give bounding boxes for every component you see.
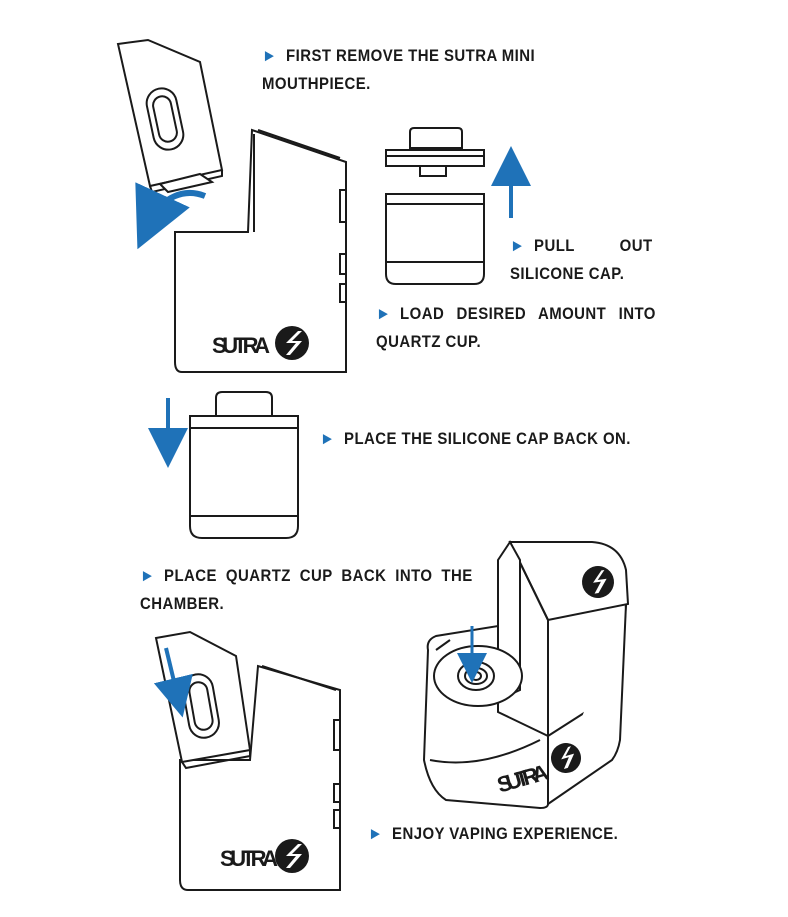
- step-load-amount: ►Load desired amount into quartz cup.: [376, 300, 656, 356]
- sutra-logo-text-2: SUTRA: [220, 846, 278, 871]
- triangle-bullet-icon: ►: [320, 429, 336, 448]
- step-pull-out-cap: ►Pull out silicone cap.: [510, 232, 653, 288]
- sutra-logo-icon-4: [582, 566, 614, 598]
- sutra-logo-icon-2: [275, 839, 309, 873]
- step-text: Load desired amount into quartz cup.: [376, 304, 656, 351]
- device-body-bottom: [179, 664, 341, 891]
- mouthpiece-returning: [154, 630, 252, 770]
- step-text: Enjoy vaping experience.: [392, 824, 619, 843]
- curved-arrow-icon: [135, 182, 207, 250]
- step-enjoy: ► Enjoy vaping experience.: [368, 820, 632, 848]
- step-text: First remove the Sutra Mini mouthpiece.: [262, 46, 536, 93]
- quartz-cup-capped: [189, 391, 299, 539]
- step-remove-mouthpiece: ►First remove the Sutra Mini mouthpiece.: [262, 42, 544, 98]
- step-place-cap-back: ► Place the silicone cap back on.: [320, 425, 637, 453]
- mouthpiece-removed: [116, 38, 224, 194]
- triangle-bullet-icon: ►: [262, 46, 278, 65]
- triangle-bullet-icon: ►: [140, 566, 156, 585]
- step-place-cup-chamber: ►Place quartz cup back into the chamber.: [140, 562, 473, 618]
- step-text: Place quartz cup back into the chamber.: [140, 566, 473, 613]
- triangle-bullet-icon: ►: [376, 304, 392, 323]
- down-arrow-icon-2: [153, 647, 193, 718]
- quartz-cup-top: [385, 193, 485, 285]
- sutra-logo-icon-3: [551, 743, 581, 773]
- triangle-bullet-icon: ►: [368, 824, 384, 843]
- sutra-logo-text-1: SUTRA: [212, 333, 270, 358]
- sutra-logo-icon: [275, 326, 309, 360]
- device-body-top: [174, 128, 347, 373]
- step-text: Pull out silicone cap.: [510, 236, 653, 283]
- triangle-bullet-icon: ►: [510, 236, 526, 255]
- step-text: Place the silicone cap back on.: [344, 429, 631, 448]
- silicone-cap: [385, 127, 485, 177]
